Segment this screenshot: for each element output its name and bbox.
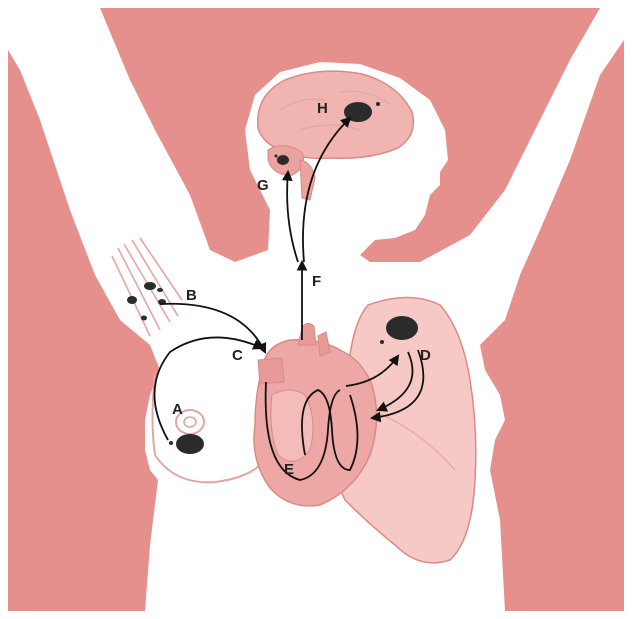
label-h: H [317, 100, 328, 117]
label-f: F [312, 273, 321, 290]
label-g: G [257, 177, 269, 194]
label-a: A [172, 401, 183, 418]
label-b: B [186, 287, 197, 304]
label-e: E [284, 461, 294, 478]
label-c: C [232, 347, 243, 364]
label-d: D [420, 347, 431, 364]
vena-cava [258, 358, 284, 384]
